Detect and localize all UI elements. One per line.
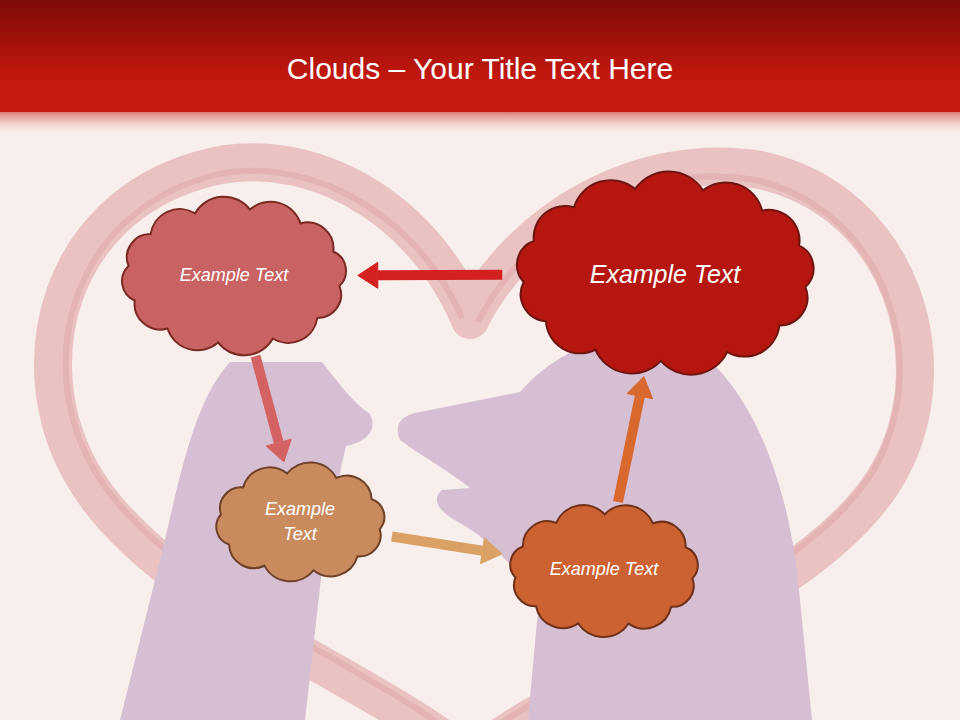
cloud-shape	[122, 197, 346, 356]
cloud-shape	[510, 505, 698, 637]
arrow-connector-group	[618, 377, 653, 502]
dog-silhouette-right	[398, 342, 812, 720]
arrow-head	[358, 262, 378, 288]
arrow-connector-group	[358, 262, 502, 288]
arrow-connector	[618, 396, 640, 502]
arrow-head	[627, 377, 652, 399]
arrow-connector	[392, 537, 483, 551]
cloud-outline	[207, 462, 394, 582]
heart-brush-texture	[66, 171, 900, 720]
slide-title: Clouds – Your Title Text Here	[0, 52, 960, 86]
cloud-node: Example Text	[500, 168, 830, 380]
heart-stroke	[53, 162, 915, 720]
arrow-connector-group	[392, 537, 502, 564]
cloud-node: Example Text	[110, 194, 358, 358]
cloud-node: Example Text	[207, 462, 394, 582]
arrow-connector	[256, 356, 279, 442]
cloud-text: Example Text	[590, 257, 741, 292]
header-fade	[0, 112, 960, 136]
cloud-text: Example Text	[249, 497, 351, 547]
cloud-text: Example Text	[550, 557, 658, 582]
cloud-shape	[517, 171, 814, 374]
cloud-text: Example Text	[180, 263, 288, 288]
arrow-connector-group	[256, 356, 292, 462]
arrow-connector	[378, 270, 502, 281]
arrow-head	[266, 439, 291, 462]
header-band	[0, 0, 960, 112]
cloud-node: Example Text	[500, 502, 708, 638]
arrow-head	[480, 538, 502, 564]
cloud-shape	[216, 463, 384, 582]
